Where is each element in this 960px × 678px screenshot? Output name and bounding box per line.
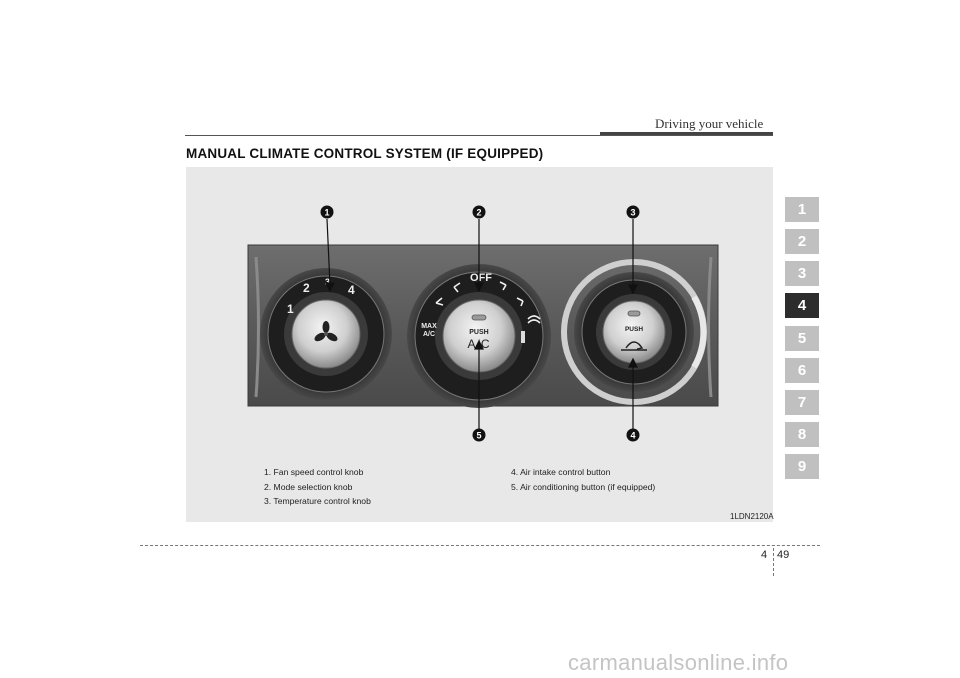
chapter-tab-1[interactable]: 1	[785, 197, 819, 222]
svg-text:1: 1	[324, 208, 329, 218]
fan-mark-3: 3	[325, 277, 330, 287]
ac-indicator-light	[471, 314, 487, 321]
chapter-tab-4[interactable]: 4	[785, 293, 819, 318]
svg-text:4: 4	[630, 431, 635, 441]
fan-mark-2: 2	[303, 281, 310, 295]
chapter-tab-2[interactable]: 2	[785, 229, 819, 254]
ac-push-label: PUSH	[469, 329, 488, 336]
page-chapter-number: 4	[761, 549, 768, 561]
svg-text:5: 5	[476, 431, 481, 441]
fan-icon	[314, 321, 338, 342]
fan-speed-knob[interactable]: 1 2 3 4	[260, 268, 392, 400]
temperature-scale-hot	[691, 295, 707, 369]
mode-off-label: OFF	[470, 272, 492, 284]
header-accent-bar	[600, 132, 773, 136]
figure-id: 1LDN2120A	[730, 512, 774, 521]
defrost-icon	[527, 315, 541, 324]
vent-floor-defrost-icon	[516, 297, 524, 307]
vent-bilevel-icon	[453, 282, 461, 293]
legend-item-4: 4. Air intake control button	[511, 467, 611, 477]
recirculation-icon	[621, 341, 647, 351]
legend-item-1: 1. Fan speed control knob	[264, 467, 364, 477]
legend-left: 1. Fan speed control knob 2. Mode select…	[264, 465, 371, 509]
vent-face-icon	[435, 297, 444, 306]
chapter-tab-5[interactable]: 5	[785, 326, 819, 351]
section-title: Driving your vehicle	[655, 116, 764, 131]
callout-4: 4	[626, 428, 640, 442]
footer-rule	[140, 545, 820, 546]
chapter-tab-9[interactable]: 9	[785, 454, 819, 479]
footer-divider	[773, 548, 774, 576]
callout-1: 1	[320, 205, 334, 219]
legend-right: 4. Air intake control button 5. Air cond…	[511, 465, 655, 494]
max-ac-label-top: MAX	[421, 323, 437, 330]
page-number: 49	[777, 549, 790, 561]
vent-floor-icon	[499, 281, 507, 291]
intake-push-label: PUSH	[625, 326, 643, 333]
callout-line-1	[326, 218, 331, 286]
chapter-tab-7[interactable]: 7	[785, 390, 819, 415]
callout-2: 2	[472, 205, 486, 219]
mode-selection-knob[interactable]: PUSH A/C OFF MAX A/C	[407, 264, 551, 408]
page-heading: MANUAL CLIMATE CONTROL SYSTEM (IF EQUIPP…	[186, 146, 544, 161]
watermark: carmanualsonline.info	[568, 650, 789, 675]
chapter-tab-6[interactable]: 6	[785, 358, 819, 383]
chapter-tab-8[interactable]: 8	[785, 422, 819, 447]
max-ac-label-bottom: A/C	[423, 331, 435, 338]
temperature-control-knob[interactable]: PUSH	[561, 259, 707, 405]
callout-3: 3	[626, 205, 640, 219]
fan-mark-4: 4	[348, 283, 355, 297]
fan-mark-1: 1	[287, 302, 294, 316]
svg-text:3: 3	[630, 208, 635, 218]
intake-indicator-light	[627, 310, 641, 317]
mode-knob-pointer	[521, 331, 525, 343]
legend-item-2: 2. Mode selection knob	[264, 481, 353, 492]
climate-panel-illustration: 1 2 3 4 PUSH A/C OFF MAX A/C	[247, 205, 719, 442]
header-rule	[185, 135, 773, 136]
legend-item-3: 3. Temperature control knob	[264, 496, 371, 506]
climate-control-figure: 1 2 3 4 PUSH A/C OFF MAX A/C	[186, 167, 773, 522]
chapter-tab-3[interactable]: 3	[785, 261, 819, 286]
callout-5: 5	[472, 428, 486, 442]
svg-text:2: 2	[476, 208, 481, 218]
legend-item-5: 5. Air conditioning button (if equipped)	[511, 481, 656, 492]
